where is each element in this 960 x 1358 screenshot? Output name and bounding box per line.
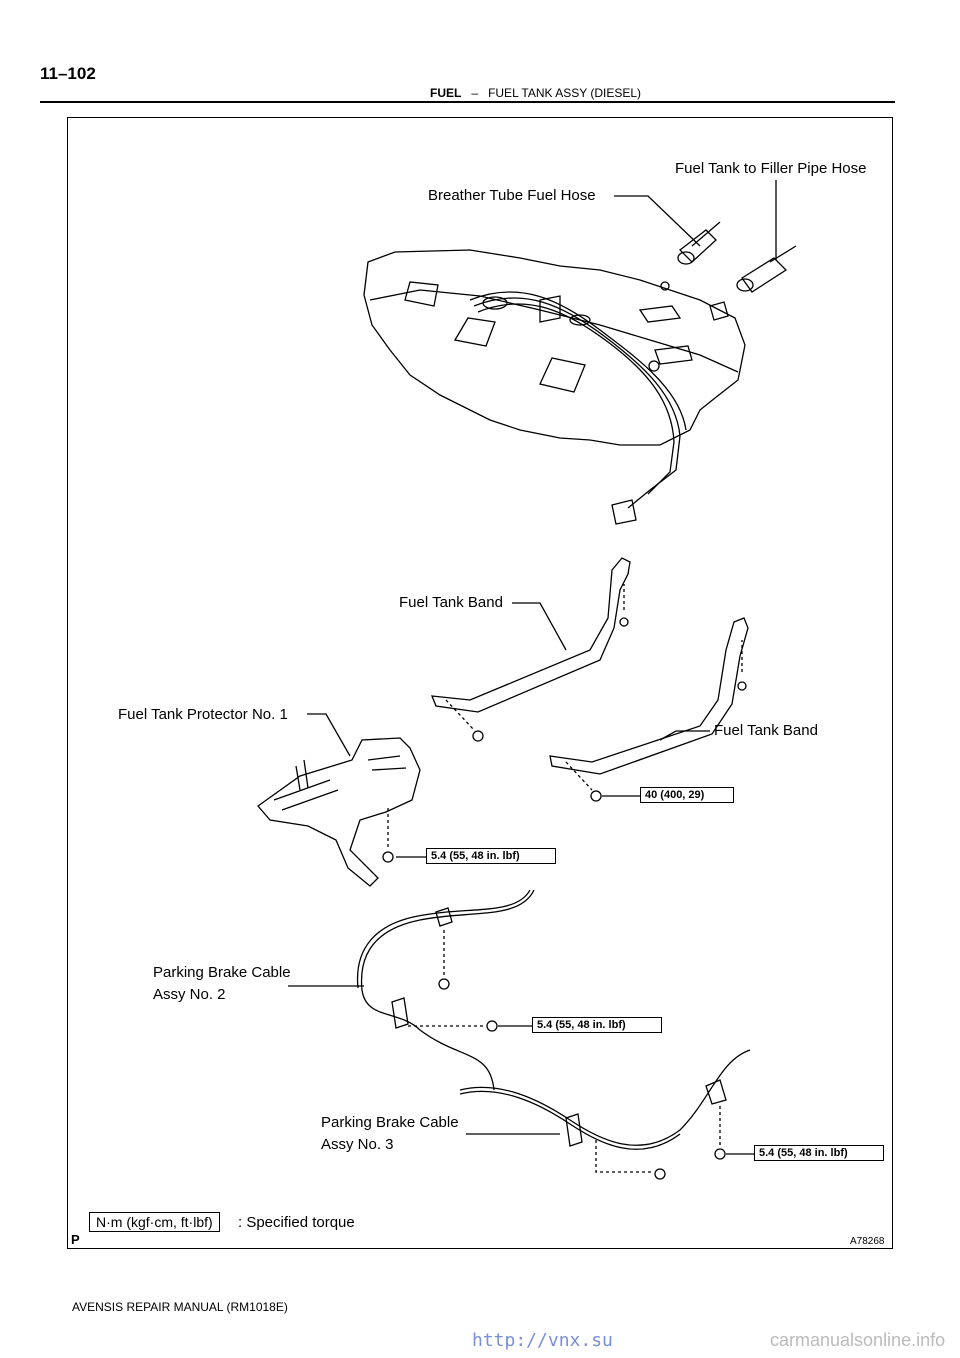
label-parking-brake-cable-2-line1: Parking Brake Cable [153, 964, 291, 981]
fuel-tank-band-2 [549, 617, 749, 775]
torque-cable2-bolt: 5.4 (55, 48 in. lbf) [532, 1017, 662, 1033]
legend-text: : Specified torque [238, 1214, 355, 1231]
label-fuel-tank-to-filler-pipe-hose: Fuel Tank to Filler Pipe Hose [675, 160, 867, 177]
torque-protector-bolt: 5.4 (55, 48 in. lbf) [426, 848, 556, 864]
label-parking-brake-cable-2-line2: Assy No. 2 [153, 986, 226, 1003]
header-dash: – [471, 86, 479, 100]
parking-brake-cable-2 [360, 889, 535, 1091]
parking-brake-cable-3 [459, 1049, 751, 1146]
fuel-tank-band-1 [430, 557, 631, 713]
label-fuel-tank-protector: Fuel Tank Protector No. 1 [118, 706, 288, 723]
watermark-link[interactable]: http://vnx.su [472, 1330, 613, 1351]
torque-band-bolt: 40 (400, 29) [640, 787, 734, 803]
label-fuel-tank-band-1: Fuel Tank Band [399, 594, 503, 611]
page-footer: AVENSIS REPAIR MANUAL (RM1018E) [72, 1300, 288, 1314]
label-breather-tube-fuel-hose: Breather Tube Fuel Hose [428, 187, 596, 204]
label-parking-brake-cable-3-line2: Assy No. 3 [321, 1136, 394, 1153]
figure-frame [67, 117, 893, 1249]
figure-corner-mark: P [71, 1232, 80, 1247]
fuel-tank-protector [257, 737, 421, 887]
header-title: FUEL TANK ASSY (DIESEL) [488, 86, 642, 100]
header-rule [40, 101, 895, 103]
figure-code: A78268 [850, 1236, 885, 1247]
label-fuel-tank-band-2: Fuel Tank Band [714, 722, 818, 739]
legend-torque-unit-box: N·m (kgf·cm, ft·lbf) [89, 1212, 220, 1232]
header-section: FUEL [430, 86, 462, 100]
torque-cable3-bolt: 5.4 (55, 48 in. lbf) [754, 1145, 884, 1161]
label-parking-brake-cable-3: Parking Brake Cable Assy No. 3 [321, 1112, 459, 1156]
label-parking-brake-cable-2: Parking Brake Cable Assy No. 2 [153, 962, 291, 1006]
fuel-tank-outline [363, 249, 746, 446]
label-parking-brake-cable-3-line1: Parking Brake Cable [321, 1114, 459, 1131]
page-number: 11–102 [40, 64, 96, 83]
page-header: FUEL – FUEL TANK ASSY (DIESEL) [430, 86, 641, 100]
watermark-text: carmanualsonline.info [770, 1330, 946, 1350]
